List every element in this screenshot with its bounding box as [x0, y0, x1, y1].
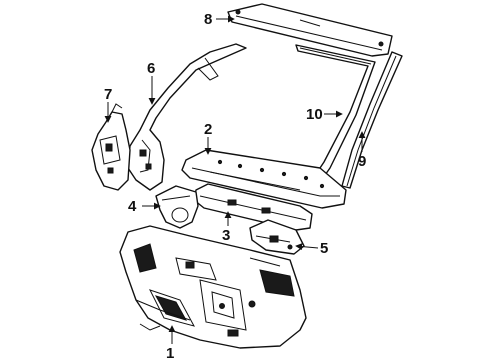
part-9-pillar-post [341, 51, 403, 189]
part-6-a-pillar [127, 43, 247, 191]
callout-6: 6 [147, 60, 155, 77]
callout-8: 8 [204, 11, 212, 28]
callout-7: 7 [104, 86, 112, 103]
callout-9: 9 [358, 153, 366, 170]
callout-4: 4 [128, 198, 137, 215]
callout-10: 10 [306, 106, 323, 123]
callout-1: 1 [166, 345, 174, 360]
part-2-cowl-top-panel [181, 149, 347, 209]
part-4-left-bracket [155, 185, 199, 229]
part-1-dash-panel [119, 225, 307, 349]
callout-5: 5 [320, 240, 328, 257]
leader-5 [295, 243, 319, 251]
callout-3: 3 [222, 227, 230, 244]
part-7-hinge-pillar [91, 103, 131, 191]
callouts: 8 6 7 2 10 9 4 3 5 1 [104, 11, 366, 360]
callout-2: 2 [204, 121, 212, 138]
leader-lines [104, 15, 366, 344]
